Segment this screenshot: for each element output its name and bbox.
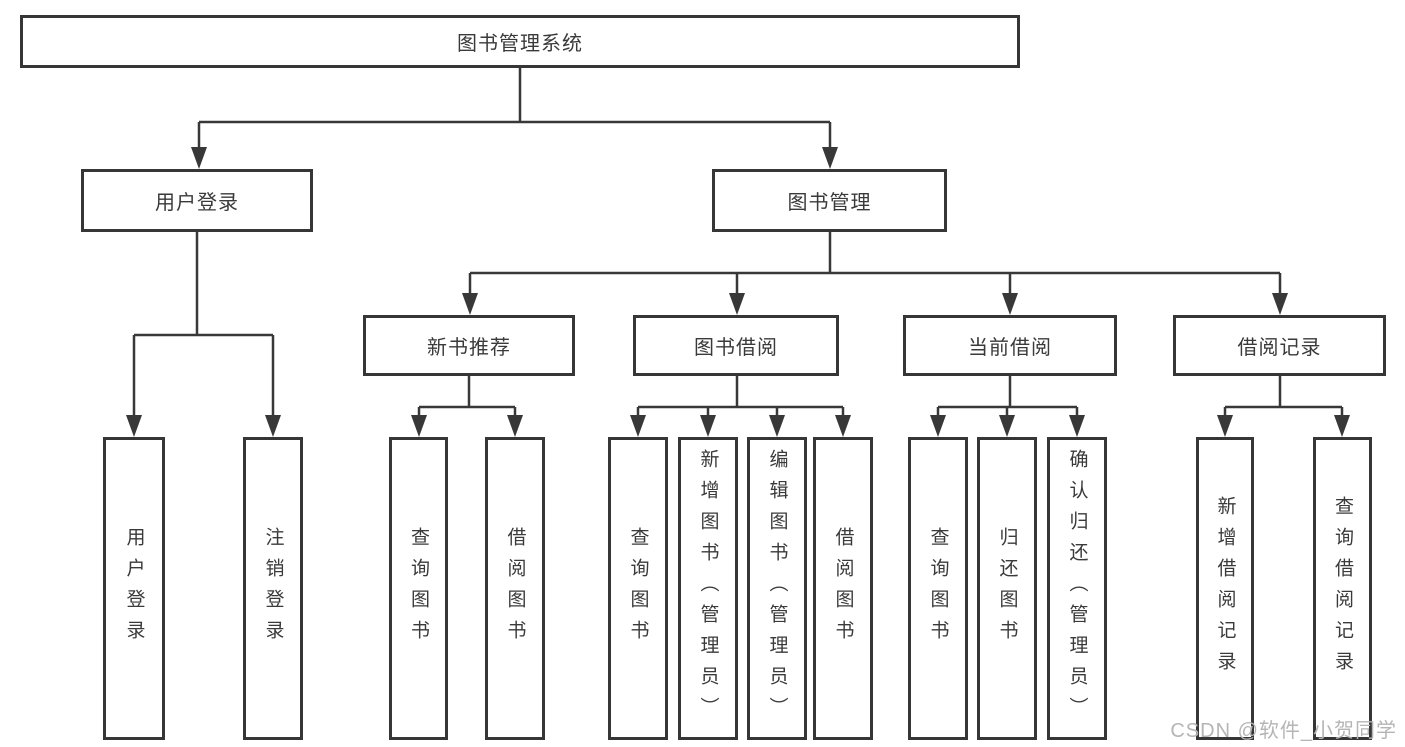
leaf-borrow-books-recommend: 借阅图书 [485, 437, 545, 740]
leaf-logout-label: 注销登录 [262, 526, 284, 651]
leaf-query-books-borrow: 查询图书 [608, 437, 668, 740]
node-new-book-recommend-label: 新书推荐 [427, 337, 511, 359]
leaf-user-login-label: 用户登录 [123, 526, 145, 651]
leaf-return-books: 归还图书 [977, 437, 1037, 740]
leaf-confirm-return-admin-label: 确认归还（管理员） [1066, 449, 1088, 728]
leaf-query-books-borrow-label: 查询图书 [627, 526, 649, 651]
node-root-label: 图书管理系统 [457, 33, 583, 55]
leaf-borrow-books-label: 借阅图书 [832, 526, 854, 651]
leaf-borrow-books: 借阅图书 [813, 437, 873, 740]
node-book-borrow-label: 图书借阅 [694, 337, 778, 359]
node-user-login-label: 用户登录 [155, 192, 239, 214]
leaf-query-books-current: 查询图书 [908, 437, 968, 740]
leaf-query-books-current-label: 查询图书 [927, 526, 949, 651]
leaf-add-borrow-record-label: 新增借阅记录 [1214, 495, 1236, 682]
node-user-login: 用户登录 [81, 169, 313, 232]
leaf-edit-books-admin: 编辑图书（管理员） [747, 437, 807, 740]
node-book-management-label: 图书管理 [787, 192, 872, 214]
leaf-add-books-admin-label: 新增图书（管理员） [697, 449, 719, 728]
leaf-edit-books-admin-label: 编辑图书（管理员） [766, 449, 788, 728]
csdn-watermark: CSDN @软件_小贺同学 [1170, 720, 1397, 742]
leaf-user-login: 用户登录 [103, 437, 165, 740]
leaf-borrow-books-recommend-label: 借阅图书 [504, 526, 526, 651]
leaf-query-books-recommend: 查询图书 [389, 437, 448, 740]
node-root-system: 图书管理系统 [20, 15, 1020, 68]
node-current-borrow: 当前借阅 [903, 315, 1117, 376]
node-new-book-recommend: 新书推荐 [363, 315, 575, 376]
leaf-query-borrow-record-label: 查询借阅记录 [1332, 495, 1353, 682]
node-borrow-records-label: 借阅记录 [1237, 337, 1322, 359]
leaf-add-borrow-record: 新增借阅记录 [1196, 437, 1254, 740]
node-book-borrow: 图书借阅 [633, 315, 839, 376]
leaf-confirm-return-admin: 确认归还（管理员） [1047, 437, 1107, 740]
node-book-management: 图书管理 [712, 169, 947, 232]
node-current-borrow-label: 当前借阅 [968, 337, 1052, 359]
leaf-query-books-recommend-label: 查询图书 [408, 526, 429, 651]
leaf-return-books-label: 归还图书 [996, 526, 1018, 651]
leaf-logout: 注销登录 [243, 437, 303, 740]
node-borrow-records: 借阅记录 [1173, 315, 1386, 376]
leaf-query-borrow-record: 查询借阅记录 [1313, 437, 1372, 740]
leaf-add-books-admin: 新增图书（管理员） [678, 437, 738, 740]
